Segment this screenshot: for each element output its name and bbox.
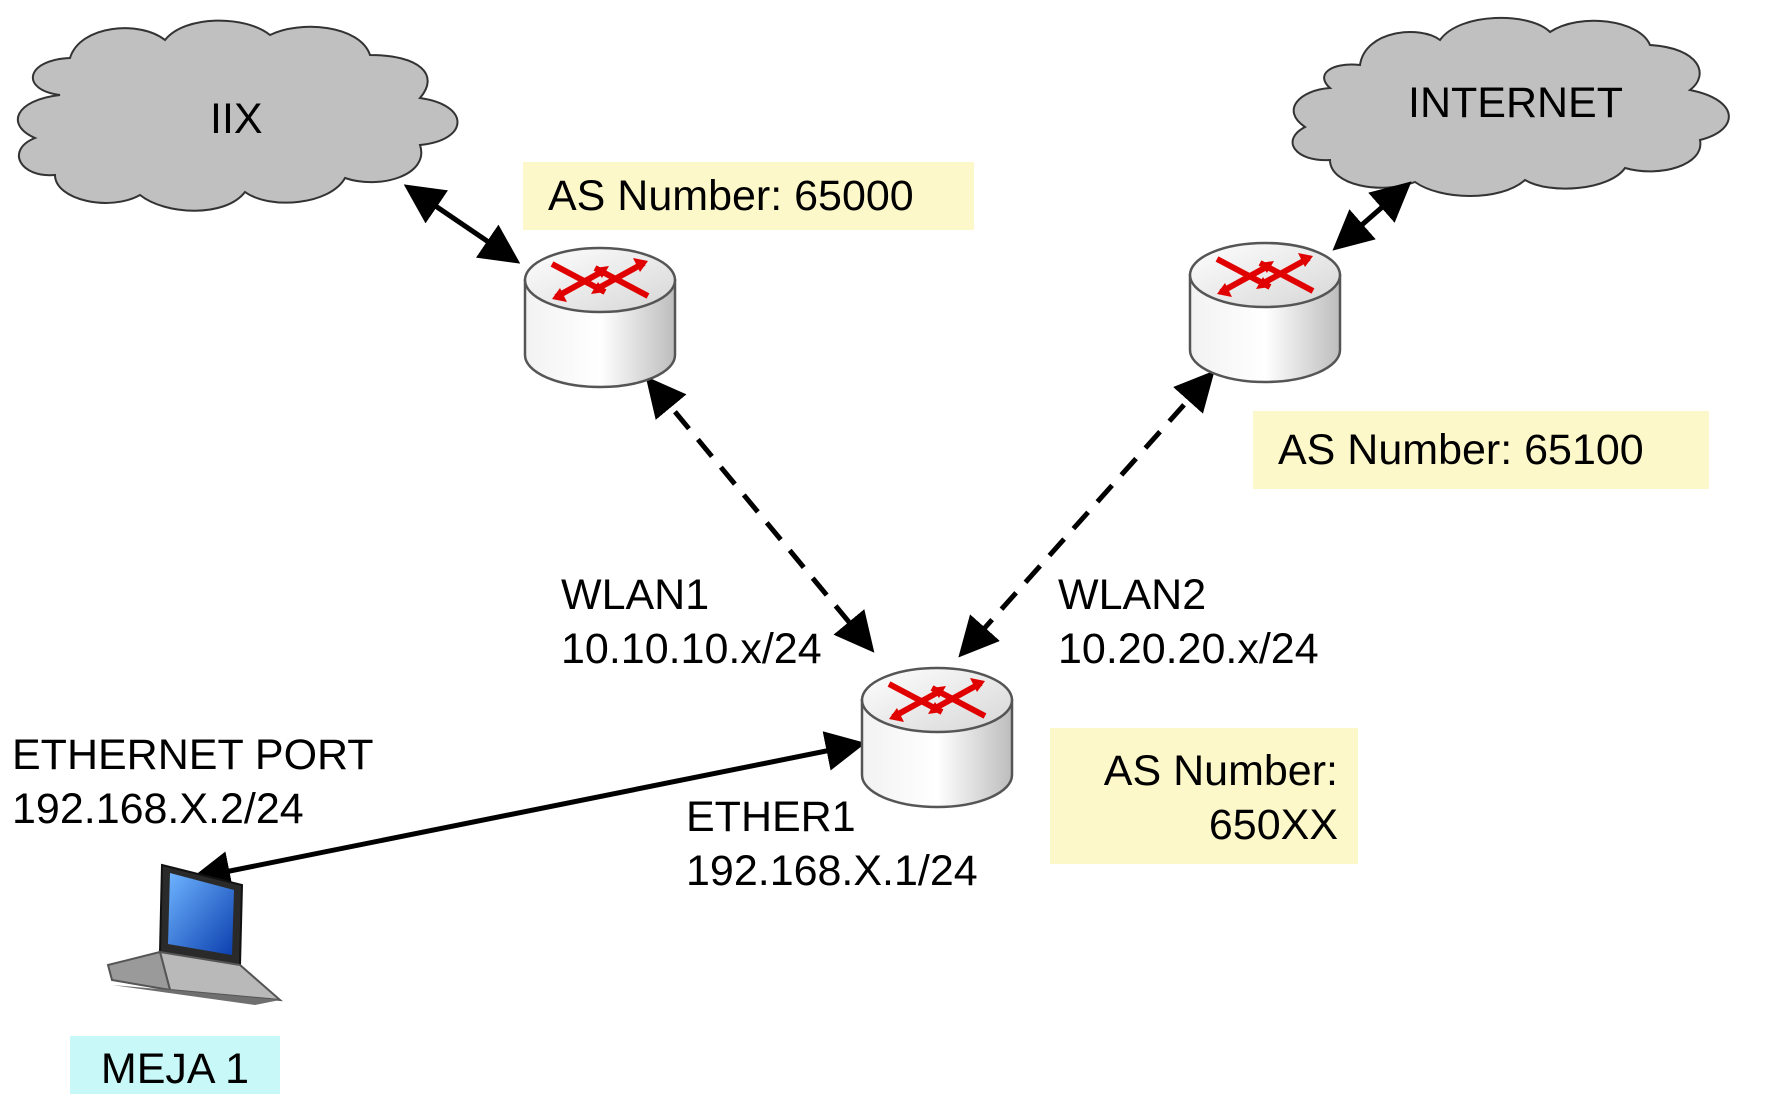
iix-link [403, 184, 521, 264]
wlan1-ip: 10.10.10.x/24 [561, 625, 822, 673]
internet-router-as-label: AS Number: 65100 [1253, 411, 1709, 489]
wlan1-name: WLAN1 [561, 571, 710, 619]
iix-router-icon [525, 248, 675, 387]
wlan2-name: WLAN2 [1058, 571, 1207, 619]
laptop-icon [106, 863, 283, 1005]
internet-router-icon [1190, 243, 1340, 382]
laptop-port-label: ETHERNET PORT 192.168.X.2/24 [12, 728, 374, 836]
ether1-interface-label: ETHER1 192.168.X.1/24 [686, 790, 978, 898]
laptop-port-ip: 192.168.X.2/24 [12, 785, 304, 833]
center-router-as-line1: AS Number: [1103, 747, 1338, 795]
center-router-as-line2: 650XX [1208, 801, 1338, 849]
internet-cloud-icon [1291, 16, 1730, 197]
wlan2-ip: 10.20.20.x/24 [1058, 625, 1319, 673]
ether1-name: ETHER1 [686, 793, 856, 841]
internet-cloud-label: INTERNET [1408, 79, 1623, 127]
ether1-ip: 192.168.X.1/24 [686, 847, 978, 895]
wlan1-interface-label: WLAN1 10.10.10.x/24 [561, 568, 822, 676]
laptop-port-name: ETHERNET PORT [12, 731, 374, 779]
center-router-as-label: AS Number: 650XX [1050, 728, 1358, 864]
internet-link [1332, 181, 1412, 251]
iix-cloud-label: IIX [210, 95, 263, 143]
center-router-icon [862, 668, 1012, 807]
wlan1-link [645, 376, 875, 653]
laptop-label: MEJA 1 [70, 1036, 280, 1094]
wlan2-interface-label: WLAN2 10.20.20.x/24 [1058, 568, 1319, 676]
iix-router-as-label: AS Number: 65000 [523, 162, 974, 230]
ether1-link [190, 731, 866, 891]
iix-cloud-icon [16, 19, 459, 212]
wlan2-link [958, 370, 1215, 658]
